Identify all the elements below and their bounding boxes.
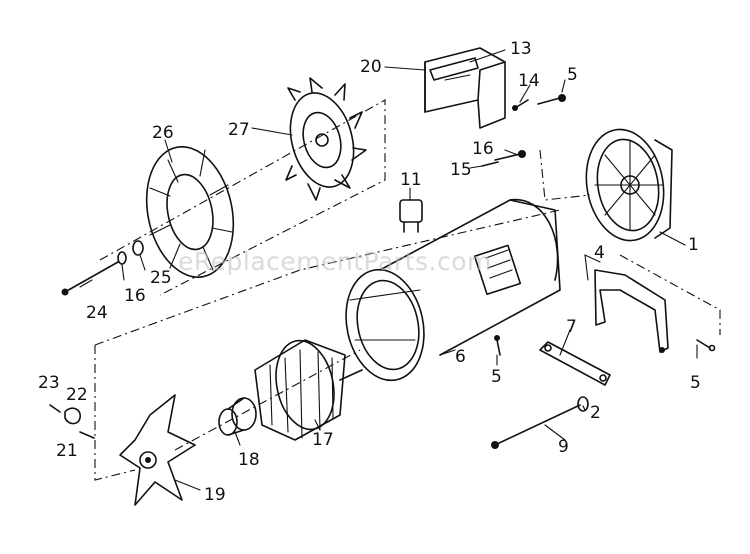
parts-21-22-23-fasteners xyxy=(49,404,95,439)
callout-5-top: 5 xyxy=(567,65,578,85)
part-9-long-bolt xyxy=(491,396,589,449)
callout-27: 27 xyxy=(228,120,250,140)
callout-4: 4 xyxy=(594,243,605,263)
assembly-center-lines xyxy=(94,99,721,481)
part-19-blade xyxy=(119,394,196,506)
part-18-bearing xyxy=(218,397,257,436)
callout-labels: 20 13 14 5 16 15 27 26 11 1 4 25 16 24 7… xyxy=(38,39,701,505)
callout-9: 9 xyxy=(558,437,569,457)
callout-20: 20 xyxy=(360,57,382,77)
callout-13: 13 xyxy=(510,39,532,59)
callout-2: 2 xyxy=(590,403,601,423)
part-7-strap xyxy=(539,341,611,386)
part-5-screws xyxy=(494,335,716,356)
callout-15: 15 xyxy=(450,160,472,180)
part-11-connector xyxy=(399,199,423,233)
callout-1: 1 xyxy=(688,235,699,255)
part-6-motor-housing xyxy=(345,198,561,382)
callout-23: 23 xyxy=(38,373,60,393)
watermark-text: eReplacementParts.com xyxy=(178,247,492,276)
part-27-fan xyxy=(285,77,367,201)
callout-16-left: 16 xyxy=(124,286,146,306)
callout-25: 25 xyxy=(150,268,172,288)
callout-11: 11 xyxy=(400,170,422,190)
callout-14: 14 xyxy=(518,71,540,91)
small-screws xyxy=(481,94,566,167)
part-1-end-bell xyxy=(585,128,673,242)
callout-17: 17 xyxy=(312,430,334,450)
callout-18: 18 xyxy=(238,450,260,470)
callout-16-top: 16 xyxy=(472,139,494,159)
callout-26: 26 xyxy=(152,123,174,143)
callout-7: 7 xyxy=(566,317,577,337)
leader-lines xyxy=(79,49,698,491)
callout-19: 19 xyxy=(204,485,226,505)
part-26-grille-plate xyxy=(145,146,235,278)
callout-24: 24 xyxy=(86,303,108,323)
callout-22: 22 xyxy=(66,385,88,405)
callout-6: 6 xyxy=(455,347,466,367)
part-20-cover-plate xyxy=(424,47,506,129)
callout-5-mid: 5 xyxy=(491,367,502,387)
part-17-rotor xyxy=(254,339,363,441)
part-4-bracket xyxy=(594,269,669,353)
callout-5-right: 5 xyxy=(690,373,701,393)
parts-24-16-25-bolt xyxy=(61,240,144,296)
callout-21: 21 xyxy=(56,441,78,461)
